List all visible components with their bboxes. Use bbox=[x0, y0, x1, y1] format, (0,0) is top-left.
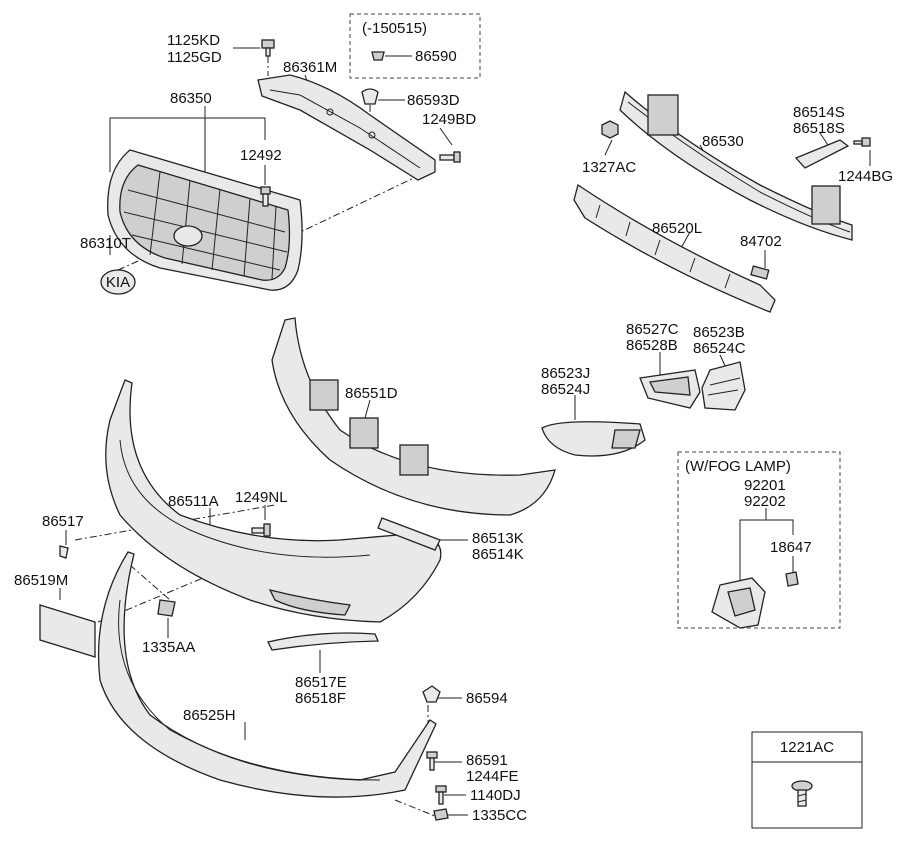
label-86361M: 86361M bbox=[283, 59, 337, 76]
label-1221AC: 1221AC bbox=[780, 739, 834, 756]
nut-1335CC bbox=[433, 808, 449, 821]
fog-cover-86523B bbox=[701, 361, 746, 411]
part-labels: 1125KD 1125GD (-150515) 86590 86361M 865… bbox=[14, 20, 893, 824]
bolt-1249NL bbox=[251, 523, 271, 537]
label-86518S: 86518S bbox=[793, 120, 845, 137]
lower-skid-plate bbox=[97, 551, 437, 798]
label-86593D: 86593D bbox=[407, 92, 460, 109]
license-plate-bracket bbox=[39, 604, 96, 658]
label-86511A: 86511A bbox=[168, 493, 219, 510]
radiator-grille bbox=[107, 149, 303, 291]
label-86528B: 86528B bbox=[626, 337, 678, 354]
label-1327AC: 1327AC bbox=[582, 159, 636, 176]
label-86523B: 86523B bbox=[693, 324, 745, 341]
bumper-beam bbox=[619, 90, 853, 241]
fog-lamp-assembly bbox=[711, 577, 766, 629]
screw-86591 bbox=[426, 751, 438, 771]
radiator-upper-cover bbox=[257, 74, 436, 181]
nut-1327AC bbox=[601, 120, 619, 139]
clip-86594 bbox=[422, 685, 441, 703]
label-1125GD: 1125GD bbox=[167, 49, 222, 66]
option-box-150515 bbox=[349, 13, 481, 79]
label-86524J: 86524J bbox=[541, 381, 590, 398]
label-1249NL: 1249NL bbox=[235, 489, 288, 506]
clip-86590 bbox=[371, 51, 385, 61]
side-cover-86523J bbox=[541, 421, 646, 457]
screw-1221AC-icon bbox=[791, 780, 813, 807]
label-86513K: 86513K bbox=[472, 530, 524, 547]
clip-86593D bbox=[361, 88, 379, 105]
label-86517: 86517 bbox=[42, 513, 84, 530]
label-86591: 86591 bbox=[466, 752, 508, 769]
grille-emblem-mount bbox=[173, 225, 203, 247]
label-86590: 86590 bbox=[415, 48, 457, 65]
front-bumper-cover bbox=[105, 379, 442, 623]
bracket-86514S bbox=[794, 139, 850, 169]
bumper-inner-frame bbox=[271, 317, 556, 516]
label-86350: 86350 bbox=[170, 90, 212, 107]
label-92201: 92201 bbox=[744, 477, 786, 494]
label-1125KD: 1125KD bbox=[167, 32, 220, 49]
bulb-18647 bbox=[785, 571, 799, 587]
label-1244FE: 1244FE bbox=[466, 768, 519, 785]
label-1335AA: 1335AA bbox=[142, 639, 195, 656]
energy-absorber bbox=[573, 183, 776, 313]
fastener-box-1221AC bbox=[751, 731, 863, 829]
label-86519M: 86519M bbox=[14, 572, 68, 589]
molding-86517E bbox=[267, 632, 379, 651]
label-86525H: 86525H bbox=[183, 707, 236, 724]
retainer-1335AA bbox=[157, 599, 176, 617]
label-1249BD: 1249BD bbox=[422, 111, 476, 128]
option-box-fog-lamp bbox=[677, 451, 841, 629]
label-86518F: 86518F bbox=[295, 690, 346, 707]
bolt-1244BG bbox=[853, 137, 871, 147]
kia-emblem: KIA bbox=[100, 269, 136, 295]
clip-86517 bbox=[59, 545, 69, 559]
label-1335CC: 1335CC bbox=[472, 807, 527, 824]
kia-logo-text: KIA bbox=[106, 274, 130, 291]
fog-cover-86527C bbox=[639, 369, 701, 409]
screw-1140DJ bbox=[435, 785, 447, 805]
label-86527C: 86527C bbox=[626, 321, 679, 338]
label-86517E: 86517E bbox=[295, 674, 347, 691]
label-86514S: 86514S bbox=[793, 104, 845, 121]
label-1244BG: 1244BG bbox=[838, 168, 893, 185]
bolt-12492 bbox=[260, 186, 271, 207]
label-86530: 86530 bbox=[702, 133, 744, 150]
label-84702 bbox=[750, 265, 770, 280]
fastener-1125KD bbox=[261, 39, 275, 57]
label-1140DJ: 1140DJ bbox=[470, 787, 521, 804]
bolt-1249BD bbox=[439, 151, 461, 163]
label-150515: (-150515) bbox=[362, 20, 427, 37]
label-86523J: 86523J bbox=[541, 365, 590, 382]
label-86520L: 86520L bbox=[652, 220, 702, 237]
label-12492: 12492 bbox=[240, 147, 282, 164]
label-86310T: 86310T bbox=[80, 235, 131, 252]
label-86514K: 86514K bbox=[472, 546, 524, 563]
label-86524C: 86524C bbox=[693, 340, 746, 357]
label-86551D: 86551D bbox=[345, 385, 398, 402]
leader-lines bbox=[59, 47, 871, 819]
label-fog-lamp-box: (W/FOG LAMP) bbox=[685, 458, 791, 475]
bracket-86513K bbox=[377, 517, 441, 551]
label-18647: 18647 bbox=[770, 539, 812, 556]
label-86594: 86594 bbox=[466, 690, 508, 707]
label-92202: 92202 bbox=[744, 493, 786, 510]
label-84702: 84702 bbox=[740, 233, 782, 250]
